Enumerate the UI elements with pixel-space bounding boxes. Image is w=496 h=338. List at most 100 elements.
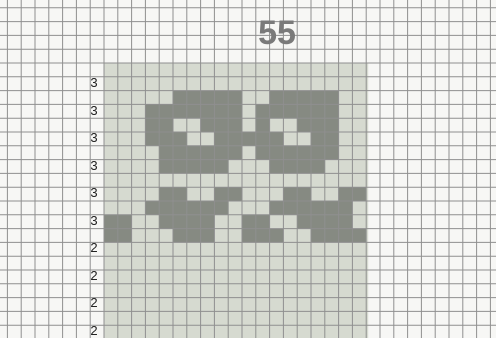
row-count-label: 2 xyxy=(87,268,101,283)
filled-stitch-cell xyxy=(228,187,242,201)
filled-stitch-cell xyxy=(201,201,215,215)
filled-stitch-cell xyxy=(325,132,339,146)
filled-stitch-cell xyxy=(311,215,325,229)
filled-stitch-cell xyxy=(228,132,242,146)
filled-stitch-cell xyxy=(352,187,366,201)
filled-stitch-cell xyxy=(325,146,339,160)
filled-stitch-cell xyxy=(201,104,215,118)
filled-stitch-cell xyxy=(214,132,228,146)
filled-stitch-cell xyxy=(242,215,256,229)
filled-stitch-cell xyxy=(228,118,242,132)
filled-stitch-cell xyxy=(297,187,311,201)
filled-stitch-cell xyxy=(297,201,311,215)
filled-stitch-cell xyxy=(270,132,284,146)
filled-stitch-cell xyxy=(311,104,325,118)
filled-stitch-cell xyxy=(214,201,228,215)
filled-stitch-cell xyxy=(201,215,215,229)
filled-stitch-cell xyxy=(173,215,187,229)
filled-stitch-cell xyxy=(187,229,201,243)
filled-stitch-cell xyxy=(339,201,353,215)
filled-stitch-cell xyxy=(270,91,284,105)
row-count-label: 3 xyxy=(87,75,101,90)
filled-stitch-cell xyxy=(228,146,242,160)
filled-stitch-cell xyxy=(159,132,173,146)
filled-stitch-cell xyxy=(187,146,201,160)
filled-stitch-cell xyxy=(311,201,325,215)
filled-stitch-cell xyxy=(145,104,159,118)
filled-stitch-cell xyxy=(173,146,187,160)
filled-stitch-cell xyxy=(159,187,173,201)
filled-stitch-cell xyxy=(201,146,215,160)
row-count-label: 2 xyxy=(87,295,101,310)
filled-stitch-cell xyxy=(339,229,353,243)
filled-stitch-cell xyxy=(283,146,297,160)
filled-stitch-cell xyxy=(311,146,325,160)
filled-stitch-cell xyxy=(228,91,242,105)
filled-stitch-cell xyxy=(297,146,311,160)
filled-stitch-cell xyxy=(214,160,228,174)
filled-stitch-cell xyxy=(159,104,173,118)
filled-stitch-cell xyxy=(311,229,325,243)
filled-stitch-cell xyxy=(159,146,173,160)
filled-stitch-cell xyxy=(173,104,187,118)
filled-stitch-cell xyxy=(173,201,187,215)
filled-stitch-cell xyxy=(297,91,311,105)
filled-stitch-cell xyxy=(187,160,201,174)
row-count-label: 2 xyxy=(87,323,101,338)
filled-stitch-cell xyxy=(173,132,187,146)
filled-stitch-cell xyxy=(214,146,228,160)
filled-stitch-cell xyxy=(242,229,256,243)
filled-stitch-cell xyxy=(283,201,297,215)
filled-stitch-cell xyxy=(104,215,118,229)
filled-stitch-cell xyxy=(339,187,353,201)
filled-stitch-cell xyxy=(325,201,339,215)
filled-stitch-cell xyxy=(283,104,297,118)
filled-stitch-cell xyxy=(145,132,159,146)
filled-stitch-cell xyxy=(201,160,215,174)
filled-stitch-cell xyxy=(297,104,311,118)
filled-stitch-cell xyxy=(283,187,297,201)
filled-stitch-cell xyxy=(311,91,325,105)
filled-stitch-cell xyxy=(352,229,366,243)
filled-stitch-cell xyxy=(201,91,215,105)
filled-stitch-cell xyxy=(270,104,284,118)
filled-stitch-cell xyxy=(145,201,159,215)
filled-stitch-cell xyxy=(325,229,339,243)
filled-stitch-cell xyxy=(159,215,173,229)
filled-stitch-cell xyxy=(297,215,311,229)
filled-stitch-cell xyxy=(145,118,159,132)
filled-stitch-cell xyxy=(311,132,325,146)
filled-stitch-cell xyxy=(256,146,270,160)
filled-stitch-cell xyxy=(214,118,228,132)
filled-stitch-cell xyxy=(187,104,201,118)
filled-stitch-cell xyxy=(283,160,297,174)
filled-stitch-cell xyxy=(187,91,201,105)
row-count-label: 2 xyxy=(87,240,101,255)
filled-stitch-cell xyxy=(270,229,284,243)
filled-stitch-cell xyxy=(187,201,201,215)
filled-stitch-cell xyxy=(325,104,339,118)
filled-stitch-cell xyxy=(173,91,187,105)
filled-stitch-cell xyxy=(311,118,325,132)
filled-stitch-cell xyxy=(256,118,270,132)
row-count-label: 3 xyxy=(87,130,101,145)
filled-stitch-cell xyxy=(297,160,311,174)
filled-stitch-cell xyxy=(214,91,228,105)
filled-stitch-cell xyxy=(104,229,118,243)
filled-stitch-cell xyxy=(256,229,270,243)
filled-stitch-cell xyxy=(325,118,339,132)
filled-stitch-cell xyxy=(256,104,270,118)
filled-stitch-cell xyxy=(270,201,284,215)
filled-stitch-cell xyxy=(339,215,353,229)
row-count-label: 3 xyxy=(87,213,101,228)
filled-stitch-cell xyxy=(325,215,339,229)
filled-stitch-cell xyxy=(311,160,325,174)
filled-stitch-cell xyxy=(297,118,311,132)
filled-stitch-cell xyxy=(118,215,132,229)
filled-stitch-cell xyxy=(256,215,270,229)
filled-stitch-cell xyxy=(214,187,228,201)
filled-stitch-cell xyxy=(214,104,228,118)
filled-stitch-cell xyxy=(159,118,173,132)
